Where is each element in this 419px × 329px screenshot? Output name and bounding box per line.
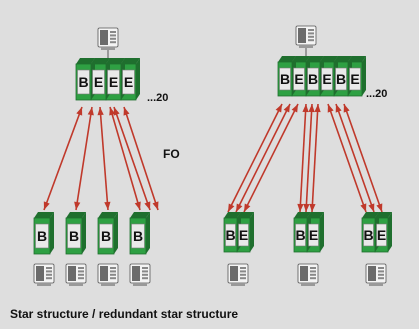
fiber-link <box>123 106 159 211</box>
fiber-link <box>335 103 375 213</box>
fiber-link <box>297 103 309 213</box>
fiber-link <box>74 106 94 211</box>
fiber-link <box>235 103 291 213</box>
fiber-link <box>343 103 383 213</box>
switch-module-icon: B <box>129 212 150 255</box>
right-bottom-terminal-icon <box>297 263 319 286</box>
fiber-link <box>227 103 283 213</box>
right-count-label: ...20 <box>366 88 388 100</box>
module-letter: E <box>309 227 318 243</box>
module-letter: E <box>109 74 118 90</box>
right-bottom-terminal-icon <box>365 263 387 286</box>
diagram-caption: Star structure / redundant star structur… <box>10 307 239 321</box>
module-letter: B <box>280 71 290 87</box>
module-letter: B <box>37 228 47 244</box>
fiber-link <box>113 106 151 211</box>
left-count-label: ...20 <box>147 92 169 104</box>
module-letter: E <box>239 227 248 243</box>
right-bottom-terminal-icon <box>227 263 249 286</box>
left-bottom-terminal-icon <box>97 263 119 286</box>
left-top-terminal-icon <box>97 27 119 50</box>
module-letter: B <box>308 71 318 87</box>
fiber-link <box>243 103 299 213</box>
module-letter: B <box>69 228 79 244</box>
fiber-link <box>327 103 367 213</box>
fiber-link <box>97 106 111 211</box>
left-bottom-terminal-icon <box>65 263 87 286</box>
module-letter: E <box>322 71 331 87</box>
module-letter: E <box>350 71 359 87</box>
fo-label: FO <box>163 147 180 161</box>
module-letter: E <box>124 74 133 90</box>
module-letter: B <box>225 227 235 243</box>
module-letter: B <box>336 71 346 87</box>
module-letter: E <box>294 71 303 87</box>
switch-module-icon: B <box>97 212 118 255</box>
switch-module-icon: B <box>65 212 86 255</box>
left-bottom-terminal-icon <box>129 263 151 286</box>
module-letter: B <box>295 227 305 243</box>
fiber-link <box>109 106 141 211</box>
module-letter: B <box>101 228 111 244</box>
module-letter: E <box>377 227 386 243</box>
switch-module-icon: B <box>33 212 54 255</box>
module-letter: B <box>363 227 373 243</box>
fiber-link <box>43 106 83 211</box>
left-bottom-terminal-icon <box>33 263 55 286</box>
module-letter: B <box>133 228 143 244</box>
module-letter: B <box>78 74 88 90</box>
right-top-terminal-icon <box>295 25 317 48</box>
fiber-link <box>303 103 315 213</box>
module-letter: E <box>94 74 103 90</box>
fiber-link <box>309 103 321 213</box>
